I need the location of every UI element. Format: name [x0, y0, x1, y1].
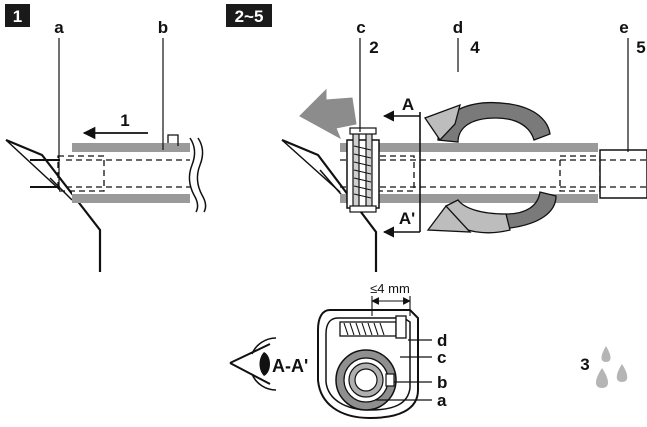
right-panel: A A' c 2 d 4 e 5	[281, 18, 647, 272]
pipe-insulation-top	[340, 143, 598, 152]
left-panel: 1 a b	[5, 18, 207, 272]
label-b: b	[158, 18, 168, 37]
label-c: c	[356, 18, 365, 37]
step-3-label: 3	[580, 355, 589, 374]
step-1-badge: 1	[5, 4, 30, 27]
section-label-a: A	[402, 95, 414, 114]
label-e: e	[619, 18, 628, 37]
section-view-title: A-A'	[272, 356, 308, 376]
section-label-b: b	[437, 373, 447, 392]
tape-wrap-arrows	[423, 102, 557, 234]
step-2-5-badge: 2~5	[226, 4, 272, 27]
section-label-a-prime: A'	[399, 209, 415, 228]
section-view: A-A' ≤4 mm d c b a	[229, 281, 447, 420]
arrow-1-label: 1	[120, 111, 129, 130]
pipe-insulation-bottom	[340, 194, 598, 203]
label-step-4: 4	[470, 38, 480, 57]
insulation-bottom	[72, 194, 190, 203]
step-2-5-label: 2~5	[235, 7, 264, 26]
section-label-d: d	[437, 331, 447, 350]
label-step-5: 5	[636, 38, 645, 57]
insulation-top	[72, 143, 190, 152]
gap-dimension: ≤4 mm	[370, 281, 410, 296]
push-arrow	[299, 88, 357, 140]
label-a: a	[54, 18, 64, 37]
section-label-a: a	[437, 391, 447, 410]
step-1-label: 1	[13, 7, 22, 26]
section-label-c: c	[437, 348, 446, 367]
label-d: d	[453, 18, 463, 37]
clamp	[346, 127, 380, 213]
water-drops-icon: 3	[580, 346, 628, 388]
label-step-2: 2	[369, 38, 378, 57]
